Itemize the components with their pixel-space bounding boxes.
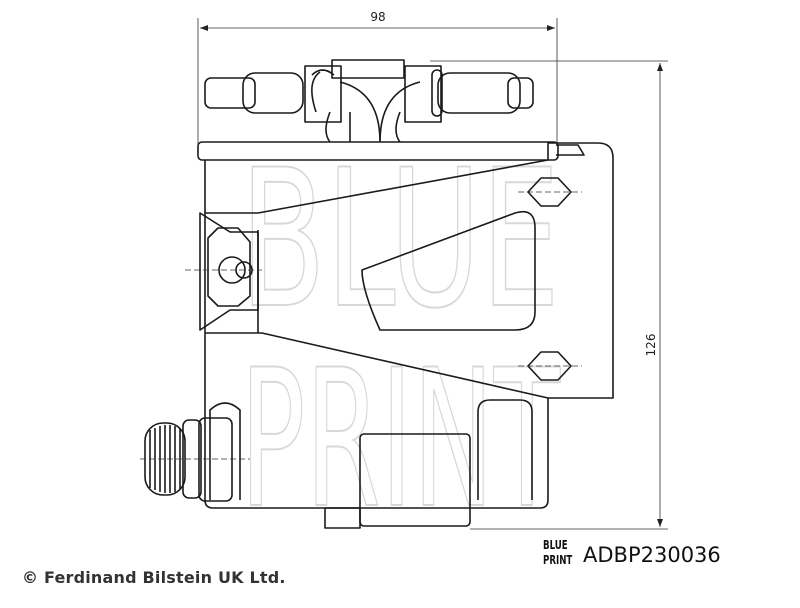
svg-text:PRINT: PRINT — [240, 329, 561, 550]
width-dimension: 98 — [197, 10, 558, 145]
drain-connector — [140, 417, 250, 502]
part-number: ADBP230036 — [583, 543, 721, 567]
filter-cap — [197, 141, 559, 161]
mounting-bolt — [185, 212, 262, 331]
filter-body — [204, 160, 549, 509]
width-label: 98 — [370, 10, 385, 24]
brand-logo: BLUE PRINT — [543, 538, 573, 568]
copyright-text: © Ferdinand Bilstein UK Ltd. — [22, 568, 286, 587]
logo-line1: BLUE — [543, 538, 568, 552]
svg-text:BLUE: BLUE — [240, 129, 560, 350]
sensor-housing — [359, 433, 471, 527]
height-label: 126 — [644, 334, 658, 357]
pipe-connector — [204, 59, 534, 143]
height-dimension: 126 — [430, 60, 668, 530]
logo-line2: PRINT — [543, 553, 573, 567]
